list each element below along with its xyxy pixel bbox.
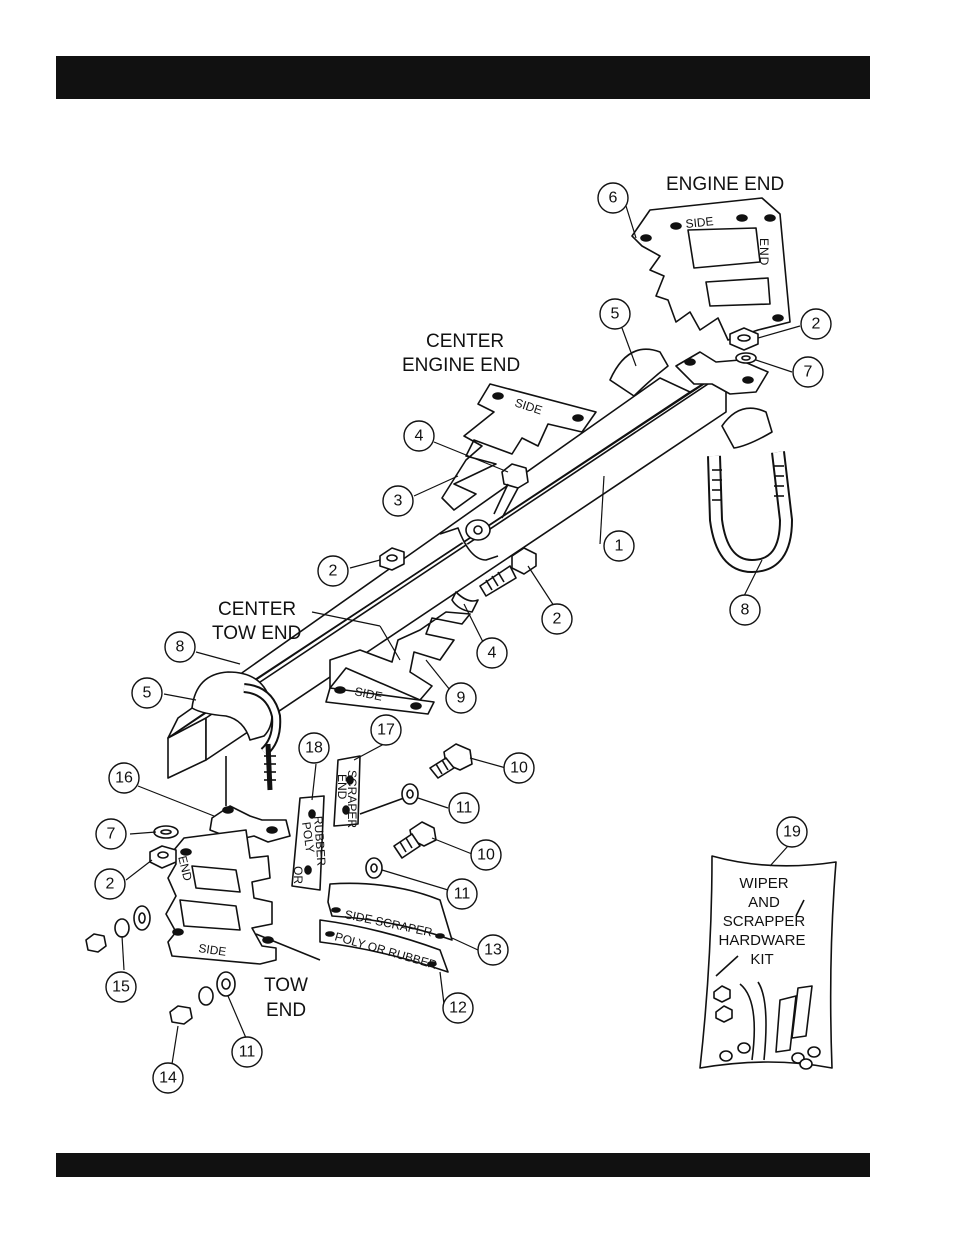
callout-11: 11 [454,886,471,903]
stamp-end-engine: END [757,238,771,266]
callout-4: 4 [415,428,424,445]
callout-8: 8 [741,602,750,619]
callout-9: 9 [457,690,466,707]
kit-text-line1: WIPER [739,875,788,892]
callout-1: 1 [615,538,624,555]
callout-11: 11 [456,800,473,817]
kit-text-line5: KIT [750,951,773,968]
kit-text-line4: HARDWARE [719,932,806,949]
callout-15: 15 [112,979,130,996]
callout-8: 8 [176,639,185,656]
label-center-engine-end-line2: ENGINE END [402,355,520,376]
stamp-scraper: SCRAPER [345,770,359,828]
callout-18: 18 [305,740,323,757]
callout-13: 13 [484,942,502,959]
callout-10: 10 [477,847,495,864]
callout-2: 2 [329,563,338,580]
callout-7: 7 [107,826,116,843]
callout-5: 5 [143,685,152,702]
callout-2: 2 [812,316,821,333]
kit-text-line3: SCRAPPER [723,913,806,930]
label-engine-end: ENGINE END [666,174,784,195]
callout-11: 11 [239,1044,256,1061]
stamp-side-engine: SIDE [685,214,714,231]
tow-end-bracket [210,756,290,842]
label-tow-end-line1: TOW [264,975,308,996]
label-center-tow-end-line2: TOW END [212,623,301,644]
callout-16: 16 [115,770,133,787]
stamp-rubber: RUBBER [311,816,328,867]
callout-17: 17 [377,722,395,739]
callout-4: 4 [488,645,497,662]
callout-10: 10 [510,760,528,777]
label-tow-end-line2: END [266,1000,306,1021]
callout-5: 5 [611,306,620,323]
kit-text-line2: AND [748,894,780,911]
callout-2: 2 [106,876,115,893]
label-center-tow-end-line1: CENTER [218,599,296,620]
callout-2: 2 [553,611,562,628]
stamp-or: OR [291,866,305,884]
engine-u-bolt [712,452,786,566]
callout-12: 12 [449,1000,467,1017]
callout-7: 7 [804,364,813,381]
callout-3: 3 [394,493,403,510]
tow-end-wiper [150,826,320,964]
callout-19: 19 [783,824,801,841]
label-center-engine-end-line1: CENTER [426,331,504,352]
callout-14: 14 [159,1070,177,1087]
callout-6: 6 [609,190,618,207]
footer-bar [56,1153,870,1177]
